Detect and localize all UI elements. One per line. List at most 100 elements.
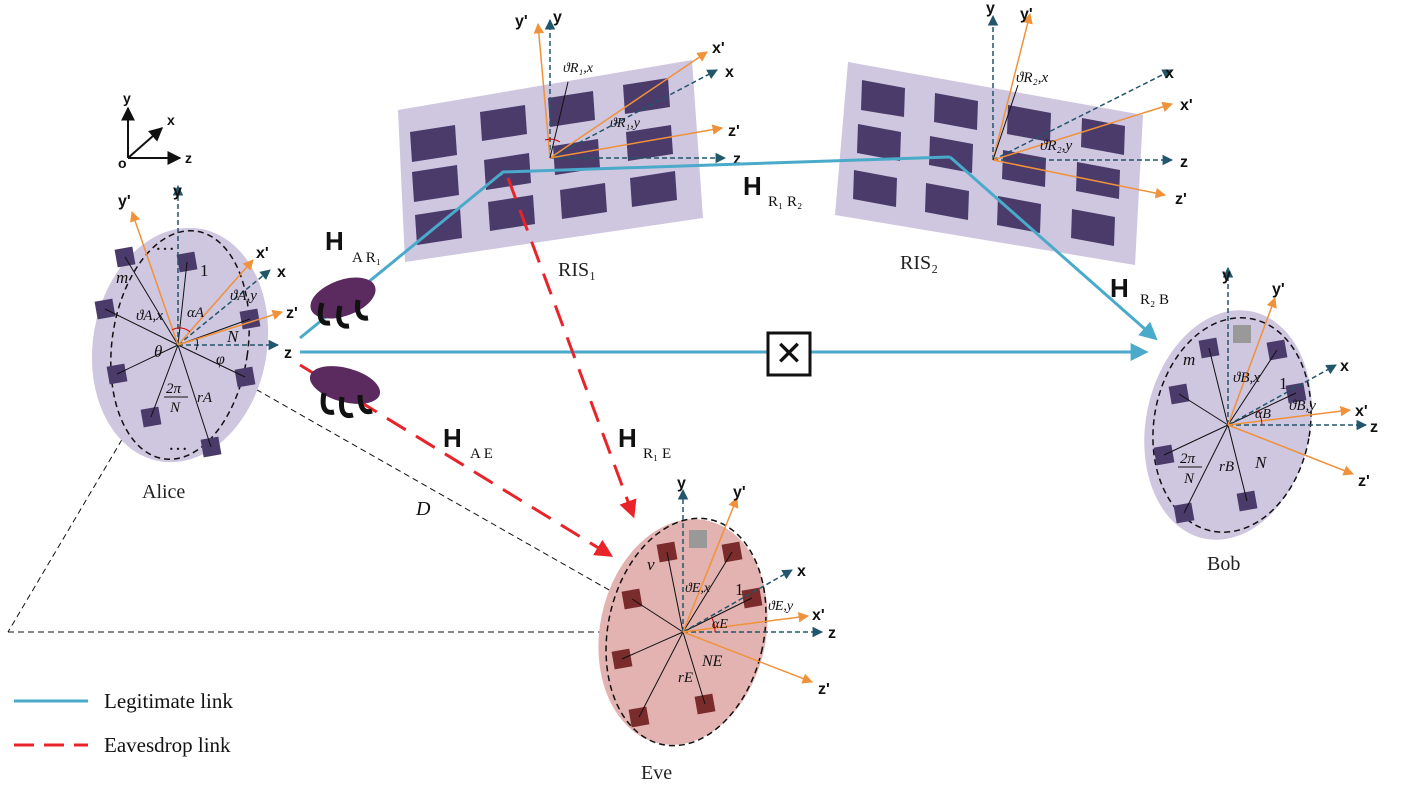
ris1-y-label: y xyxy=(553,9,562,26)
bob-two-pi: 2π xyxy=(1180,451,1196,467)
eve-z-label: z xyxy=(828,625,836,642)
eve-alpha: αE xyxy=(712,617,728,632)
alice-m-label: m xyxy=(116,268,128,287)
ris1-x-label: x xyxy=(725,64,734,81)
legitimate-links xyxy=(299,155,1158,361)
ris1-theta-y: ϑR₁,y xyxy=(610,116,641,131)
obstacle-top xyxy=(310,277,376,329)
bob-xprime-label: x' xyxy=(1355,403,1368,420)
blocked-symbol: ✕ xyxy=(775,336,804,373)
alice-phi: φ xyxy=(216,351,225,368)
link-alice-eve xyxy=(299,363,614,557)
eve-n-label: NE xyxy=(701,653,723,670)
global-z-label: z xyxy=(185,150,192,166)
eve-x-label: x xyxy=(797,563,806,580)
eve-yprime-label: y' xyxy=(733,484,746,501)
bob-m-label: m xyxy=(1183,350,1195,369)
alice-array: y y' x' x z' z m 1 N … … αA ϑA,x ϑA,y θ … xyxy=(91,183,298,503)
global-origin-label: o xyxy=(118,155,127,171)
distance-label: D xyxy=(415,498,431,520)
alice-top-dots: … xyxy=(155,233,175,255)
ris2-yprime-label: y' xyxy=(1020,6,1033,23)
alice-label: Alice xyxy=(142,481,185,503)
eve-v-label: v xyxy=(647,555,655,574)
h-ae-sub: A E xyxy=(470,446,493,462)
alice-alpha: αA xyxy=(187,305,205,321)
bob-y-label: y xyxy=(1222,267,1231,284)
bob-zprime-label: z' xyxy=(1358,473,1370,490)
alice-one-label: 1 xyxy=(200,261,209,280)
alice-n-label: N xyxy=(226,327,240,346)
eve-array: y y' x x' z z' v 1 NE ϑE,x ϑE,y αE rE Ev… xyxy=(598,475,836,784)
channel-labels: H A R₁ H R₁ R₂ H R₂ B H A E H R₁ E D xyxy=(325,171,1169,520)
alice-yprime-label: y' xyxy=(118,193,131,210)
h-ar1-sub: A R₁ xyxy=(352,250,381,266)
eavesdrop-links xyxy=(299,177,637,557)
eve-zprime-label: z' xyxy=(818,681,830,698)
global-y-label: y xyxy=(123,90,131,106)
alice-xprime-label: x' xyxy=(256,245,269,262)
link-ris1-ris2 xyxy=(498,155,951,177)
h-r1r2-main: H xyxy=(743,171,762,201)
eve-theta-ex: ϑE,x xyxy=(685,581,711,596)
ris2-theta-x: ϑR₂,x xyxy=(1016,70,1048,86)
bob-theta-bx: ϑB,x xyxy=(1233,370,1260,386)
eve-r-label: rE xyxy=(678,670,693,686)
bob-alpha: αB xyxy=(1255,407,1271,422)
h-r2b-sub: R₂ B xyxy=(1140,292,1169,308)
ris1-zprime-label: z' xyxy=(728,123,740,140)
eve-one-label: 1 xyxy=(735,580,744,599)
h-r2b-main: H xyxy=(1110,273,1129,303)
eve-label: Eve xyxy=(641,762,672,784)
bob-n-denominator: N xyxy=(1183,471,1195,487)
legend: Legitimate link Eavesdrop link xyxy=(14,689,233,757)
ris2-zprime-label: z' xyxy=(1175,191,1187,208)
obstacle-bottom xyxy=(309,366,381,419)
alice-y-label: y xyxy=(173,183,182,200)
h-r1r2-sub: R₁ R₂ xyxy=(768,194,802,210)
bob-z-label: z xyxy=(1370,419,1378,436)
alice-bottom-dots: … xyxy=(168,433,188,455)
link-ris1-eve xyxy=(506,177,637,519)
legend-eavesdrop-label: Eavesdrop link xyxy=(104,733,231,757)
ris2-z-label: z xyxy=(1180,154,1188,171)
alice-x-label: x xyxy=(277,264,286,281)
alice-theta-ay: ϑA,y xyxy=(230,288,257,304)
ris2-label: RIS₂ xyxy=(900,252,938,274)
bob-x-label: x xyxy=(1340,358,1349,375)
ris1-yprime-label: y' xyxy=(515,13,528,30)
ris1-z-label: z xyxy=(733,151,741,168)
bob-label: Bob xyxy=(1207,553,1240,575)
ris2-x-label: x xyxy=(1165,65,1174,82)
alice-n-denominator: N xyxy=(169,400,181,416)
ris1-panel: y' y x' x z' z ϑR₁,x ϑR₁,y RIS₁ xyxy=(398,9,741,281)
legend-legitimate-label: Legitimate link xyxy=(104,689,233,713)
bob-array: y y' x x' z z' m 1 N ϑB,x ϑB,y αB 2π N r… xyxy=(1144,266,1378,575)
alice-r-label: rA xyxy=(197,390,213,406)
alice-z-label: z xyxy=(284,345,292,362)
bob-theta-by: ϑB,y xyxy=(1289,398,1316,414)
alice-theta-ax: ϑA,x xyxy=(136,308,163,324)
global-x-label: x xyxy=(167,112,175,128)
eve-theta-ey: ϑE,y xyxy=(768,599,794,614)
link-ris2-bob xyxy=(949,155,1158,341)
ris2-xprime-label: x' xyxy=(1180,97,1193,114)
alice-zprime-label: z' xyxy=(286,305,298,322)
h-ar1-main: H xyxy=(325,226,344,256)
ris2-panel: y y' x x' z z' ϑR₂,x ϑR₂,y RIS₂ xyxy=(835,0,1193,274)
bob-n-label: N xyxy=(1254,453,1268,472)
ris2-y-label: y xyxy=(986,0,995,17)
bob-r-label: rB xyxy=(1219,459,1234,475)
h-r1e-main: H xyxy=(618,423,637,453)
h-r1e-sub: R₁ E xyxy=(643,446,671,462)
alice-theta: θ xyxy=(154,342,162,361)
ris1-xprime-label: x' xyxy=(712,40,725,57)
h-ae-main: H xyxy=(443,423,462,453)
bob-yprime-label: y' xyxy=(1272,281,1285,298)
ris1-theta-x: ϑR₁,x xyxy=(563,61,594,76)
global-frame: y z x o xyxy=(118,90,192,171)
ris1-label: RIS₁ xyxy=(558,259,596,281)
eve-y-label: y xyxy=(677,475,686,492)
bob-one-label: 1 xyxy=(1279,374,1288,393)
